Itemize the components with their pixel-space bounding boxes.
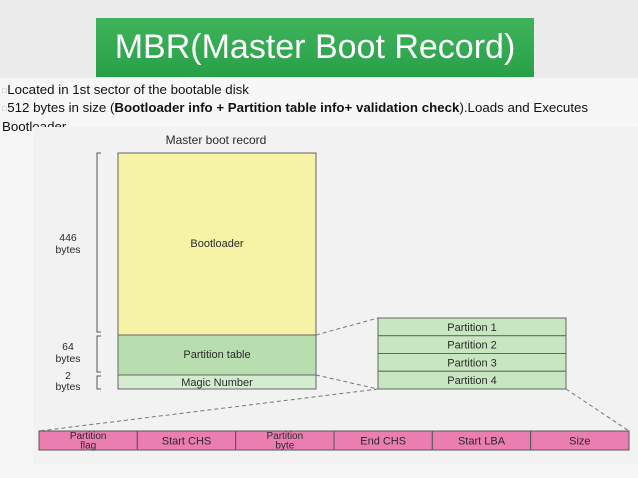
entry-field-label-2: Start CHS bbox=[162, 436, 212, 448]
bullet-marker: □ bbox=[2, 106, 7, 113]
entry-field-label-1-line-2: flag bbox=[80, 441, 96, 452]
bullet-text: 512 bytes in size ( bbox=[7, 100, 115, 115]
magic-number-label: Magic Number bbox=[181, 377, 253, 389]
mbr-label: Master boot record bbox=[166, 133, 267, 147]
bullet-marker: □ bbox=[2, 88, 7, 95]
size-label-partition-value: 64 bbox=[62, 341, 74, 353]
title-background bbox=[96, 18, 534, 77]
bootloader-label: Bootloader bbox=[190, 238, 244, 250]
partition-label-1: Partition 1 bbox=[447, 322, 497, 334]
size-label-partition-unit: bytes bbox=[55, 353, 80, 365]
magic-number-block bbox=[117, 374, 317, 390]
partition-label-2: Partition 2 bbox=[447, 340, 497, 352]
size-label-bootloader-unit: bytes bbox=[55, 244, 80, 256]
bootloader-block bbox=[117, 152, 317, 336]
entry-field-label-4: End CHS bbox=[360, 436, 406, 448]
bullet-1: □Located in 1st sector of the bootable d… bbox=[2, 81, 249, 100]
entry-field-label-3-line-1: Partition bbox=[266, 431, 303, 442]
entry-field-label-1-line-1: Partition bbox=[70, 431, 107, 442]
entry-field-6 bbox=[530, 430, 630, 451]
partition-table-block bbox=[117, 334, 317, 376]
entry-field-label-5: Start LBA bbox=[458, 436, 506, 448]
entry-field-label-6: Size bbox=[569, 436, 590, 448]
mbr-diagram: Master boot record Bootloader Partition … bbox=[38, 133, 630, 452]
partition-list: Partition 1 Partition 2 Partition 3 Partiti… bbox=[377, 317, 567, 390]
partition-table-label: Partition table bbox=[183, 349, 250, 361]
bullet-bold-text: Bootloader info + Partition table info+ … bbox=[114, 100, 460, 115]
bullet-text: Located in 1st sector of the bootable di… bbox=[7, 82, 249, 97]
partition-label-3: Partition 3 bbox=[447, 357, 497, 369]
title-bar: MBR(Master Boot Record) bbox=[0, 0, 638, 78]
partition-expansion-lines bbox=[315, 317, 379, 390]
partition-label-4: Partition 4 bbox=[447, 375, 497, 387]
mbr-diagram-image: Master boot record Bootloader Partition … bbox=[33, 127, 638, 464]
entry-expansion-lines bbox=[38, 388, 630, 432]
size-label-magic-unit: bytes bbox=[55, 381, 80, 393]
size-label-bootloader-value: 446 bbox=[59, 232, 77, 244]
bullet-text: ).Loads and Executes bbox=[459, 100, 589, 115]
slide-title: MBR(Master Boot Record) bbox=[114, 28, 516, 66]
entry-field-label-3-line-2: byte bbox=[275, 441, 294, 452]
size-brackets bbox=[96, 152, 101, 390]
partition-entry-4 bbox=[377, 370, 567, 390]
size-label-magic-value: 2 bbox=[65, 370, 71, 382]
